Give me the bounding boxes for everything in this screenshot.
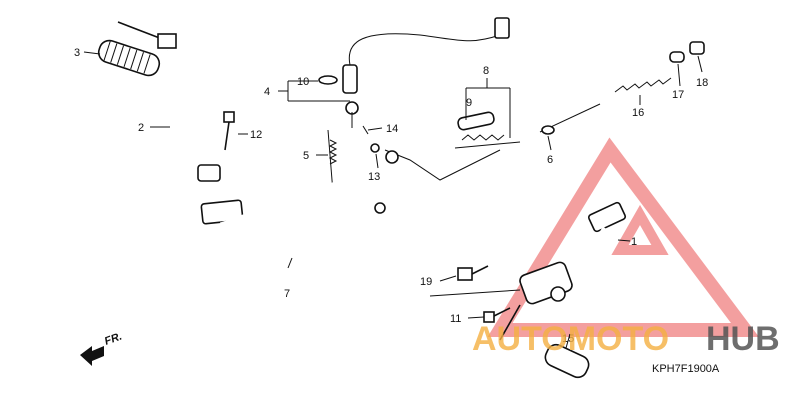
watermark-word-b: HUB — [706, 320, 780, 358]
brake-rod-spring — [454, 111, 521, 149]
callout-19: 19 — [420, 276, 432, 288]
callout-3: 3 — [74, 47, 80, 59]
callout-2: 2 — [138, 122, 144, 134]
callout-8: 8 — [483, 65, 489, 77]
gear-shift-pedal — [499, 201, 627, 341]
callout-5: 5 — [303, 150, 309, 162]
callout-18: 18 — [696, 77, 708, 89]
callout-15: 15 — [562, 333, 574, 345]
callout-10: 10 — [297, 76, 309, 88]
bolt-19 — [429, 265, 521, 297]
watermark-word-a: AUTOMOTO — [472, 320, 669, 358]
callout-leaders — [83, 51, 703, 349]
callout-1: 1 — [631, 236, 637, 248]
callout-numbers: 1 2 3 4 5 6 7 8 9 10 11 12 13 14 15 16 1… — [74, 47, 708, 345]
stop-switch-cable — [318, 17, 510, 128]
kick-starter-arm — [117, 21, 221, 182]
bolt-12 — [223, 111, 235, 151]
callout-7: 7 — [284, 288, 290, 300]
watermark-wordmark: AUTOMOTO HUB — [472, 320, 780, 358]
callout-11: 11 — [450, 313, 461, 325]
joint-nut — [669, 41, 705, 63]
spring-16 — [614, 77, 672, 93]
callout-6: 6 — [547, 154, 553, 166]
watermark-logo — [487, 137, 759, 337]
callout-13: 13 — [368, 171, 380, 183]
footrest-rubber-lower — [544, 343, 590, 379]
callout-12: 12 — [250, 129, 262, 141]
direction-label: FR. — [103, 330, 124, 347]
callout-9: 9 — [466, 97, 472, 109]
pin-washer — [362, 125, 380, 153]
brake-rod — [539, 103, 601, 135]
footrest-rubber-upper — [97, 39, 161, 77]
diagram-code: KPH7F1900A — [652, 363, 720, 375]
callout-14: 14 — [386, 123, 398, 135]
callout-16: 16 — [632, 107, 644, 119]
brake-pedal — [200, 149, 501, 260]
front-direction-arrow: FR. — [80, 330, 124, 366]
callout-17: 17 — [672, 89, 684, 101]
callout-4: 4 — [264, 86, 270, 98]
